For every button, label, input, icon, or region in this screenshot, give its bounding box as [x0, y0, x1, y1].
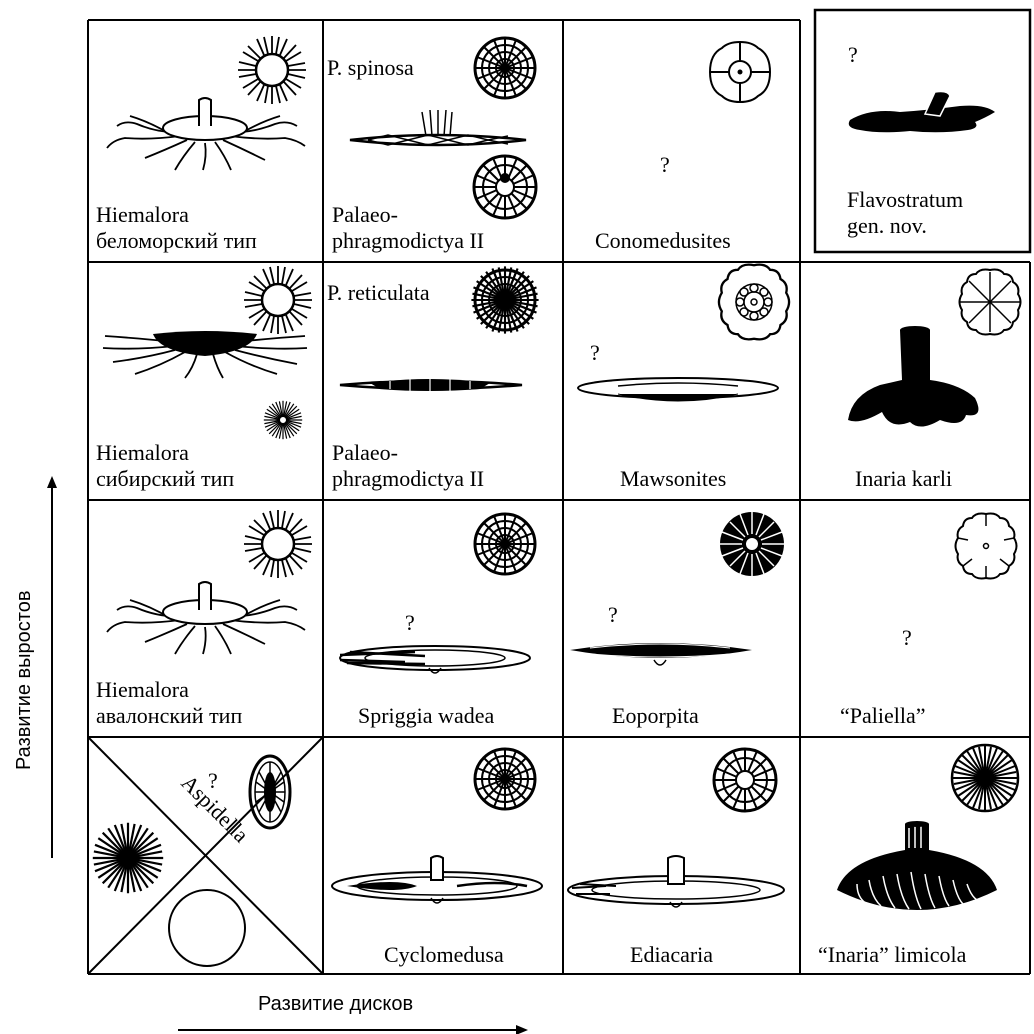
hiemalora-sibirsky-label-2: сибирский тип [96, 466, 234, 491]
aspidella-plain-disc-icon [169, 890, 245, 966]
p-spinosa-side-view-icon [350, 110, 526, 145]
spriggia-side-view-icon [340, 646, 530, 673]
cell-spriggia-wadea: ? Spriggia wadea [340, 514, 535, 728]
palaeo-1-label-1: Palaeo- [332, 202, 398, 227]
conomedusites-top-view-icon [710, 42, 770, 102]
p-reticulata-side-view-icon [340, 379, 522, 391]
ediacaria-top-view-icon [714, 749, 776, 811]
p-reticulata-tag: P. reticulata [327, 280, 430, 305]
paliella-top-view-icon [956, 514, 1017, 579]
inaria-karli-side-view-icon [848, 326, 978, 427]
y-axis: Развитие выростов [13, 476, 57, 858]
eoporpita-top-view-icon [720, 512, 784, 576]
cell-eoporpita: ? Eoporpita [570, 512, 784, 728]
hiemalora-sibirsky-side-view-icon [103, 331, 307, 378]
cell-conomedusites: ? Conomedusites [595, 42, 770, 253]
aspidella-starburst-icon [93, 823, 163, 893]
hiemalora-sibirsky-label-1: Hiemalora [96, 440, 189, 465]
aspidella-oval-disc-icon [250, 756, 290, 828]
cell-cyclomedusa: Cyclomedusa [332, 749, 542, 967]
flavostratum-label-1: Flavostratum [847, 187, 963, 212]
cell-aspidella: ? Aspidella [88, 737, 323, 974]
ediacaria-side-view-icon [568, 856, 784, 907]
palaeo-1-label-2: phragmodictya II [332, 228, 484, 253]
conomedusites-label: Conomedusites [595, 228, 731, 253]
x-axis: Развитие дисков [178, 993, 528, 1034]
cell-hiemalora-belomorsky: Hiemalora беломорский тип [96, 36, 306, 253]
palaeo-2-label-2: phragmodictya II [332, 466, 484, 491]
hiemalora-avalonsky-label-1: Hiemalora [96, 677, 189, 702]
spriggia-top-view-icon [475, 514, 535, 574]
flavostratum-side-view-icon [849, 92, 995, 133]
y-axis-arrowhead-icon [47, 476, 57, 488]
hiemalora-belomorsky-top-view-icon [238, 36, 306, 104]
hiemalora-avalonsky-label-2: авалонский тип [96, 703, 242, 728]
p-spinosa-dot-icon [500, 173, 510, 183]
cell-hiemalora-avalonsky: Hiemalora авалонский тип [96, 510, 312, 728]
cell-hiemalora-sibirsky: Hiemalora сибирский тип [96, 266, 312, 491]
ediacaria-label: Ediacaria [630, 942, 713, 967]
p-reticulata-top-view-icon [471, 266, 538, 333]
inaria-karli-label: Inaria karli [855, 466, 952, 491]
inaria-limicola-top-view-icon [952, 745, 1018, 811]
cell-paliella: ? “Paliella” [840, 514, 1017, 729]
conomedusites-question: ? [660, 152, 670, 177]
cell-inaria-limicola: “Inaria” limicola [818, 745, 1018, 967]
hiemalora-avalonsky-top-view-icon [244, 510, 312, 578]
p-spinosa-top-view-icon [475, 38, 535, 98]
paliella-label: “Paliella” [840, 703, 926, 728]
spriggia-question: ? [405, 610, 415, 635]
eoporpita-side-view-icon [570, 643, 752, 665]
paliella-question: ? [902, 625, 912, 650]
flavostratum-question: ? [848, 42, 858, 67]
flavostratum-label-2: gen. nov. [847, 213, 927, 238]
cell-palaeophragmodictya-reticulata: P. reticulata Palaeo- phragmodictya II [327, 266, 539, 491]
inaria-limicola-side-view-icon [837, 821, 997, 910]
mawsonites-top-view-icon [719, 265, 789, 340]
hiemalora-belomorsky-label-1: Hiemalora [96, 202, 189, 227]
cell-flavostratum: ? Flavostratum gen. nov. [847, 42, 995, 238]
cell-palaeophragmodictya-spinosa: P. spinosa Palaeo- phragmodictya II [327, 38, 536, 253]
hiemalora-avalonsky-side-view-icon [107, 582, 305, 654]
x-axis-arrowhead-icon [516, 1025, 528, 1034]
inaria-karli-spokes-icon [960, 272, 1020, 332]
cell-inaria-karli: Inaria karli [848, 270, 1021, 492]
spriggia-label: Spriggia wadea [358, 703, 494, 728]
hiemalora-belomorsky-label-2: беломорский тип [96, 228, 257, 253]
cell-mawsonites: ? Mawsonites [578, 265, 789, 491]
eoporpita-question: ? [608, 602, 618, 627]
p-spinosa-second-top-view-icon [474, 156, 536, 218]
hiemalora-sibirsky-top-view-icon [244, 266, 312, 334]
hiemalora-belomorsky-side-view-icon [107, 98, 305, 170]
cell-ediacaria: Ediacaria [568, 749, 784, 967]
cyclomedusa-side-view-icon [332, 856, 542, 903]
cyclomedusa-top-view-icon [475, 749, 535, 809]
mawsonites-question: ? [590, 340, 600, 365]
mawsonites-label: Mawsonites [620, 466, 726, 491]
y-axis-label: Развитие выростов [13, 591, 35, 770]
p-spinosa-tag: P. spinosa [327, 55, 414, 80]
palaeo-2-label-1: Palaeo- [332, 440, 398, 465]
mawsonites-side-view-icon [578, 378, 778, 401]
eoporpita-label: Eoporpita [612, 703, 699, 728]
hiemalora-sibirsky-dot-starburst-icon [264, 401, 302, 439]
inaria-limicola-label: “Inaria” limicola [818, 942, 967, 967]
cyclomedusa-label: Cyclomedusa [384, 942, 504, 967]
x-axis-label: Развитие дисков [258, 993, 413, 1015]
